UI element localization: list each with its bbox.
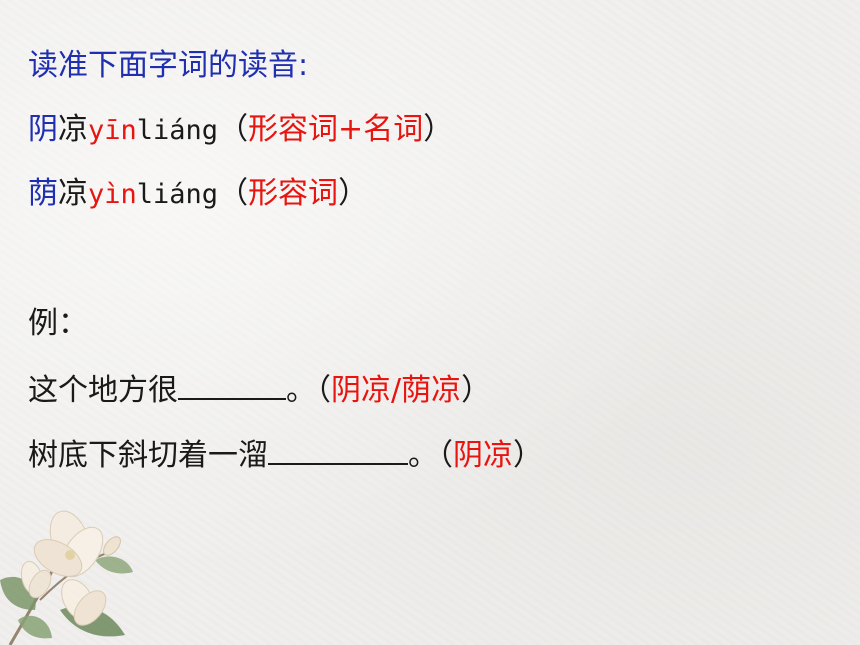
sentence-period: 。 [286, 373, 316, 408]
fill-in-blank [268, 433, 408, 465]
sentence-text: 这个地方很 [28, 373, 178, 408]
fill-in-blank [178, 368, 286, 400]
entry-char-2: 凉 [58, 112, 88, 147]
part-of-speech: 形容词+名词 [248, 112, 424, 147]
part-of-speech: 形容词 [248, 176, 339, 211]
example-sentence-1: 这个地方很 。（阴凉/荫凉） [28, 368, 491, 411]
entry-char-1: 阴 [28, 112, 58, 147]
pinyin-syllable-2: liáng [136, 115, 219, 146]
answer: 阴凉 [453, 438, 513, 473]
pinyin-syllable-2: liáng [136, 179, 219, 210]
sentence-period: 。 [408, 438, 438, 473]
answer: 阴凉/荫凉 [331, 373, 462, 408]
open-paren: （ [438, 438, 453, 473]
close-paren: ） [338, 176, 369, 211]
entry-char-1: 荫 [28, 176, 58, 211]
sentence-text: 树底下斜切着一溜 [28, 438, 268, 473]
open-paren: （ [316, 373, 331, 408]
close-paren: ） [423, 112, 454, 147]
close-paren: ） [461, 373, 492, 408]
entry-yinliang-1: 阴凉yīnliáng（形容词+名词） [28, 110, 453, 151]
entry-yinliang-2: 荫凉yìnliáng（形容词） [28, 174, 368, 215]
entry-char-2: 凉 [58, 176, 88, 211]
close-paren: ） [513, 438, 543, 473]
example-sentence-2: 树底下斜切着一溜 。（阴凉） [28, 433, 543, 476]
heading: 读准下面字词的读音: [28, 48, 309, 83]
open-paren: （ [218, 112, 249, 147]
pinyin-syllable-1: yìn [88, 179, 137, 210]
example-label: 例： [28, 306, 88, 341]
pinyin-syllable-1: yīn [88, 115, 137, 146]
open-paren: （ [218, 176, 249, 211]
magnolia-flower-illustration [0, 510, 133, 645]
